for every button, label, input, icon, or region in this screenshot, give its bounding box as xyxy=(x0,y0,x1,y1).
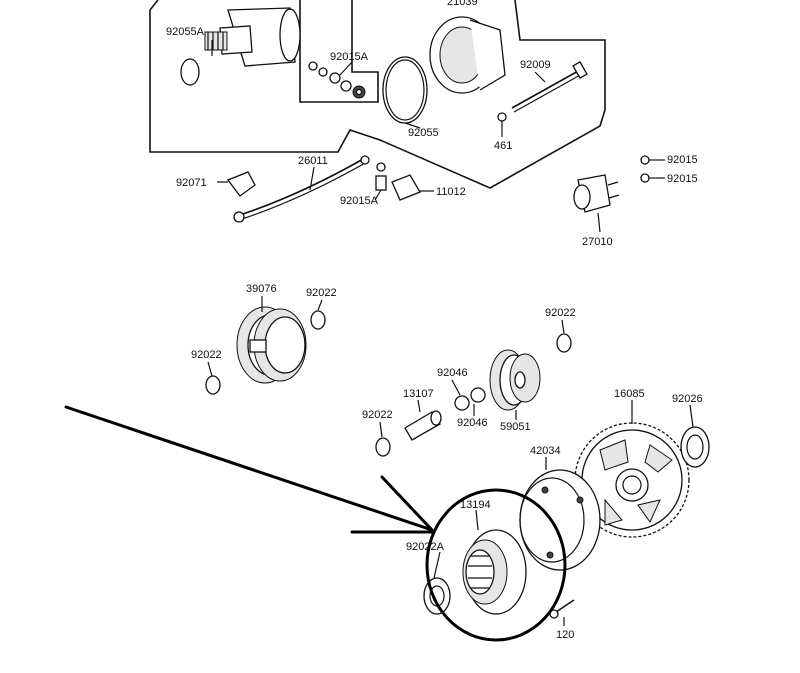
nut-92015-b xyxy=(640,173,650,183)
starter-group-outline xyxy=(149,0,606,189)
arrow-head-upper xyxy=(380,475,434,532)
leader-lines xyxy=(207,40,694,626)
cap-11012 xyxy=(391,174,421,201)
label-13107: 13107 xyxy=(403,388,434,400)
cable-26011 xyxy=(233,155,370,223)
label-92046-b: 92046 xyxy=(457,417,488,429)
label-11012: 11012 xyxy=(436,186,466,198)
label-42034: 42034 xyxy=(530,445,561,457)
arrow-long-line xyxy=(64,405,434,532)
label-13194: 13194 xyxy=(460,499,491,511)
bolt-120 xyxy=(549,599,575,619)
washer-92022-d xyxy=(375,437,391,457)
label-92055A: 92055A xyxy=(166,26,205,38)
sub-group-outline xyxy=(299,0,379,103)
label-26011: 26011 xyxy=(298,155,328,167)
label-92071: 92071 xyxy=(176,177,207,189)
gear-39076 xyxy=(236,306,307,384)
housing-42034 xyxy=(519,469,601,571)
label-92022-b: 92022 xyxy=(545,307,576,319)
oring-92055A xyxy=(180,58,200,86)
part-labels: 21039 92055A 92015A 92009 92055 461 9201… xyxy=(166,0,703,641)
nut-92015-a xyxy=(640,155,650,165)
label-92022-a: 92022 xyxy=(306,287,337,299)
shaft-13107 xyxy=(404,410,442,441)
label-59051: 59051 xyxy=(500,421,531,433)
nuts-92015A xyxy=(308,61,366,99)
label-92015A-low: 92015A xyxy=(340,195,379,207)
gear-59051 xyxy=(489,349,541,411)
label-120: 120 xyxy=(556,629,574,641)
nut-92015A-lower xyxy=(376,162,386,172)
bolt-92009 xyxy=(511,61,588,113)
label-92026: 92026 xyxy=(672,393,703,405)
end-cover-21039 xyxy=(429,16,506,94)
label-92015-b: 92015 xyxy=(667,173,698,185)
sprocket-16085 xyxy=(574,422,690,538)
label-92022-d: 92022 xyxy=(362,409,393,421)
label-92009: 92009 xyxy=(520,59,551,71)
washer-92022-b xyxy=(205,375,221,395)
label-92022-c: 92022 xyxy=(191,349,222,361)
boot-92071 xyxy=(226,171,256,197)
washer-461 xyxy=(497,112,507,122)
oil-seal-92026 xyxy=(680,426,710,468)
label-92055: 92055 xyxy=(408,127,439,139)
label-27010: 27010 xyxy=(582,236,613,248)
label-461: 461 xyxy=(494,140,512,152)
label-39076: 39076 xyxy=(246,283,277,295)
relay-27010 xyxy=(573,174,620,213)
label-92015-a: 92015 xyxy=(667,154,698,166)
highlight-annotation xyxy=(64,405,567,642)
washer-92022-c xyxy=(556,333,572,353)
label-92046-a: 92046 xyxy=(437,367,468,379)
clutch-13194 xyxy=(462,529,527,615)
starter-motor xyxy=(204,7,301,67)
bearing-92046-b xyxy=(470,387,486,403)
highlight-circle xyxy=(425,488,567,642)
oring-92055 xyxy=(382,56,428,124)
bearing-92046-a xyxy=(454,395,470,411)
washer-92022-a xyxy=(310,310,326,330)
label-16085: 16085 xyxy=(614,388,645,400)
label-21039: 21039 xyxy=(447,0,478,8)
label-92015A-top: 92015A xyxy=(330,51,369,63)
label-92022A: 92022A xyxy=(406,541,445,553)
